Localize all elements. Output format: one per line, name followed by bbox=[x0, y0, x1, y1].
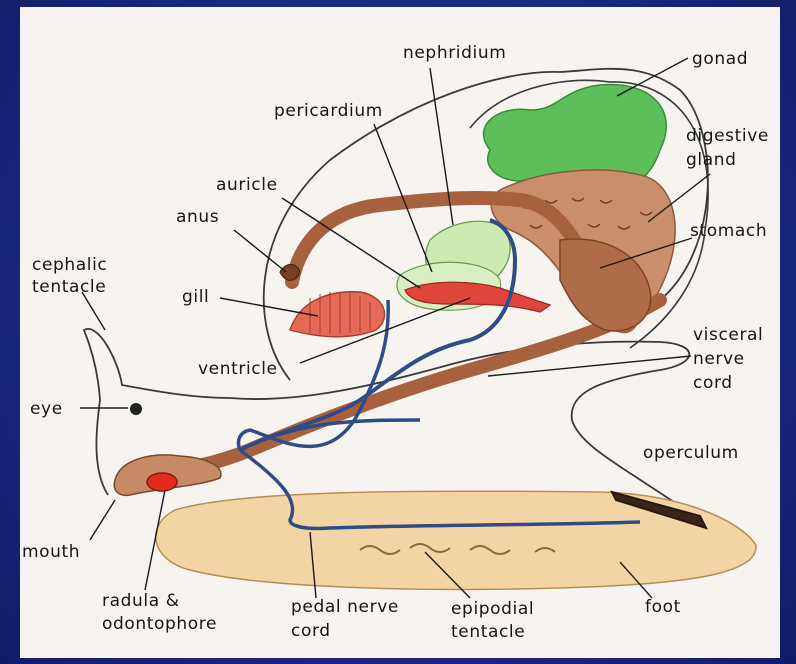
eye bbox=[130, 403, 142, 415]
label-visceral-nerve-cord-3: cord bbox=[693, 373, 733, 393]
label-digestive-gland-1: digestive bbox=[686, 126, 769, 146]
leader-anus bbox=[234, 230, 286, 272]
label-cephalic-tentacle-1: cephalic bbox=[32, 255, 107, 275]
label-auricle: auricle bbox=[216, 175, 278, 195]
label-nephridium: nephridium bbox=[403, 43, 506, 63]
label-pedal-nerve-cord-2: cord bbox=[291, 621, 331, 641]
radula-odontophore bbox=[147, 473, 177, 491]
label-epipodial-tentacle-2: tentacle bbox=[451, 622, 525, 642]
label-ventricle: ventricle bbox=[198, 359, 278, 379]
label-gill: gill bbox=[182, 287, 209, 307]
label-pericardium: pericardium bbox=[274, 101, 383, 121]
label-operculum: operculum bbox=[643, 443, 739, 463]
label-pedal-nerve-cord-1: pedal nerve bbox=[291, 597, 399, 617]
label-digestive-gland-2: gland bbox=[686, 150, 737, 170]
label-stomach: stomach bbox=[690, 221, 767, 241]
label-visceral-nerve-cord-1: visceral bbox=[693, 325, 763, 345]
label-radula-odontophore-2: odontophore bbox=[102, 614, 217, 634]
esophagus bbox=[160, 300, 660, 470]
leader-mouth bbox=[90, 500, 115, 540]
label-eye: eye bbox=[30, 399, 63, 419]
label-cephalic-tentacle-2: tentacle bbox=[32, 277, 106, 297]
leader-gill bbox=[220, 298, 318, 316]
label-mouth: mouth bbox=[22, 542, 80, 562]
leader-cephalic-tentacle bbox=[82, 292, 105, 330]
label-foot: foot bbox=[645, 597, 681, 617]
label-gonad: gonad bbox=[692, 49, 748, 69]
label-radula-odontophore-1: radula & bbox=[102, 591, 180, 611]
label-visceral-nerve-cord-2: nerve bbox=[693, 349, 745, 369]
anus bbox=[280, 265, 300, 281]
label-anus: anus bbox=[176, 207, 219, 227]
label-epipodial-tentacle-1: epipodial bbox=[451, 599, 534, 619]
